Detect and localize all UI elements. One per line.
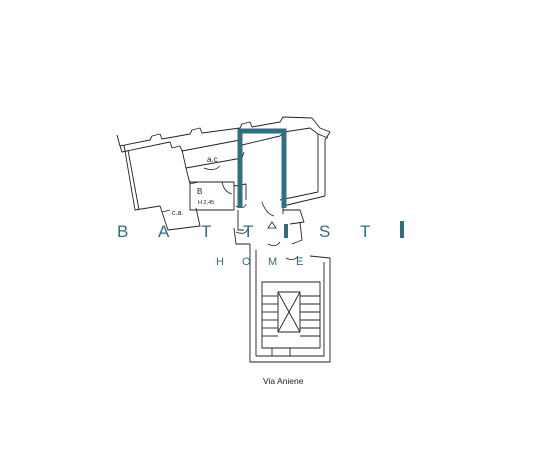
door-swings xyxy=(203,165,299,260)
logo-sub-letter: M xyxy=(268,256,277,268)
battisti-home-logo: B A T T S T H O M E xyxy=(117,128,404,268)
room-label-ca: c.a. xyxy=(172,210,183,217)
triangle-icon xyxy=(267,221,277,229)
logo-letter: T xyxy=(243,222,253,241)
logo-letter: T xyxy=(360,222,370,241)
logo-letter-i-bar xyxy=(400,221,404,238)
logo-sub-letter: H xyxy=(216,256,224,268)
logo-letter: A xyxy=(158,222,170,241)
logo-letter: T xyxy=(201,222,211,241)
logo-sub-letter: E xyxy=(296,256,303,268)
plan-walls xyxy=(116,116,331,363)
room-label-ac: a.c xyxy=(207,155,218,164)
room-label-b: B xyxy=(197,187,202,196)
logo-letter-i-bar xyxy=(284,224,288,238)
logo-door-frame xyxy=(237,128,287,208)
logo-letter: B xyxy=(117,222,128,241)
logo-letter: S xyxy=(319,222,330,241)
street-label: Via Aniene xyxy=(263,376,304,386)
logo-sub-letter: O xyxy=(242,256,251,268)
room-height-label: H 2,45 xyxy=(198,200,214,206)
